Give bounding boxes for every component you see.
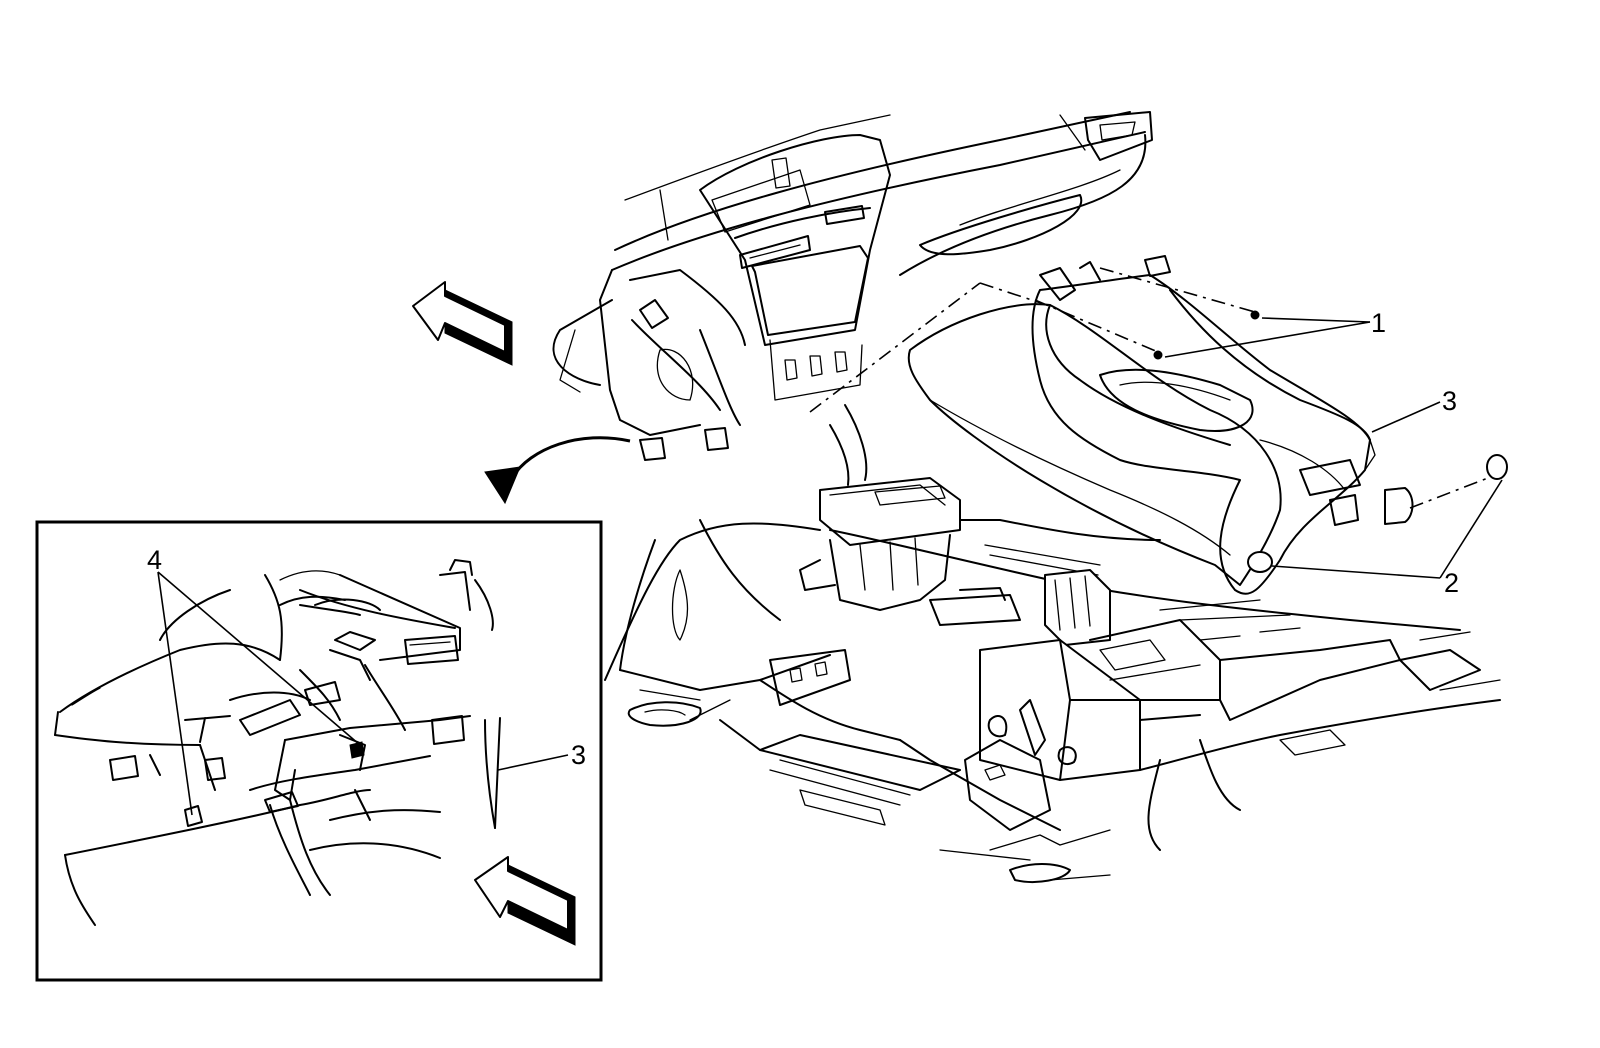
detail-inset — [35, 520, 603, 982]
callout-3-main: 3 — [1442, 386, 1457, 416]
fasteners — [809, 267, 1508, 579]
callout-1: 1 — [1371, 308, 1386, 338]
floor-console — [907, 255, 1414, 595]
shifter-assembly — [799, 404, 961, 611]
callout-4: 4 — [147, 545, 162, 575]
front-direction-arrow-icon — [412, 281, 513, 366]
callout-3-inset: 3 — [571, 740, 586, 770]
callout-2: 2 — [1444, 568, 1459, 598]
instrument-panel — [552, 111, 1153, 461]
floor-pan — [604, 519, 1501, 883]
curved-detail-arrow-icon — [484, 436, 631, 505]
front-direction-arrow-icon — [474, 856, 576, 946]
